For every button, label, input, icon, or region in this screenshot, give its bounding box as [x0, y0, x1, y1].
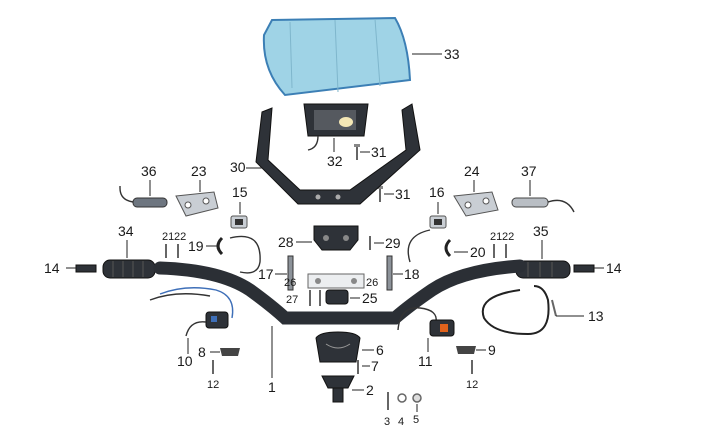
left-indicator-bracket: [175, 191, 219, 217]
washer-4: [397, 393, 407, 403]
right-screws-21-22: [493, 244, 507, 258]
callout-24: 24: [464, 163, 480, 179]
callout-12-right: 12: [466, 379, 478, 391]
handlebar: [153, 259, 527, 325]
callout-32: 32: [327, 153, 343, 169]
throttle-cable: [481, 285, 557, 336]
riser-2: [321, 375, 355, 403]
callout-4: 4: [398, 416, 404, 428]
callout-21-right: 21: [490, 231, 502, 243]
clamp-bolts-27: [309, 290, 321, 306]
right-cable-clamp: [407, 229, 452, 263]
callout-27: 27: [286, 294, 298, 306]
callout-28: 28: [278, 234, 294, 250]
upper-clamp-26: [307, 273, 365, 289]
callout-23: 23: [191, 163, 207, 179]
nut-5: [412, 393, 422, 403]
callout-15: 15: [232, 184, 248, 200]
left-bar-end-weight: [75, 264, 97, 273]
screw-31-lower: [377, 186, 383, 202]
callout-9: 9: [488, 342, 496, 358]
left-switch-assembly: [149, 287, 234, 337]
left-indicator: [119, 186, 168, 208]
dashboard-display: [303, 103, 369, 151]
callout-6: 6: [376, 342, 384, 358]
right-grip: [515, 260, 571, 279]
callout-19: 19: [188, 238, 204, 254]
callout-18: 18: [404, 266, 420, 282]
windscreen: [262, 16, 412, 97]
callout-37: 37: [521, 163, 537, 179]
right-bar-end-weight: [573, 264, 595, 273]
callout-34: 34: [118, 223, 134, 239]
callout-5: 5: [413, 414, 419, 426]
callout-35: 35: [533, 223, 549, 239]
callout-21-left: 21: [162, 231, 174, 243]
callout-31-upper: 31: [371, 144, 387, 160]
callout-11: 11: [418, 353, 433, 369]
left-lever-bracket: [220, 348, 240, 356]
screw-31-upper: [354, 144, 360, 160]
windscreen-bracket: [255, 103, 421, 205]
callout-3: 3: [384, 416, 390, 428]
callout-1: 1: [268, 379, 276, 395]
dash-mount-plate: [313, 225, 359, 251]
callout-16: 16: [429, 184, 445, 200]
callout-12-left: 12: [207, 379, 219, 391]
bolt-17: [287, 255, 294, 291]
left-grip: [102, 259, 156, 279]
left-hazard-switch: [230, 215, 248, 229]
bolt-18: [386, 255, 393, 291]
right-lever-bracket: [456, 346, 476, 354]
callout-26-left: 26: [284, 277, 296, 289]
right-switch-assembly: [397, 307, 455, 337]
lower-clamp-25: [325, 289, 349, 305]
callout-14-left: 14: [44, 260, 60, 276]
callout-25: 25: [362, 290, 378, 306]
callout-20: 20: [470, 244, 486, 260]
callout-14-right: 14: [606, 260, 622, 276]
callout-22-left: 22: [174, 231, 186, 243]
callout-36: 36: [141, 163, 157, 179]
riser-clamp-6: [315, 331, 361, 363]
callout-8: 8: [198, 344, 206, 360]
callout-17: 17: [258, 266, 274, 282]
callout-29: 29: [385, 235, 401, 251]
callout-10: 10: [177, 353, 193, 369]
left-screws-21-22: [165, 244, 179, 258]
callout-26-right: 26: [366, 277, 378, 289]
callout-13: 13: [588, 308, 604, 324]
callout-30: 30: [230, 159, 246, 175]
callout-7: 7: [371, 358, 379, 374]
right-indicator-bracket: [453, 191, 499, 217]
callout-2: 2: [366, 382, 374, 398]
right-hazard-switch: [429, 215, 447, 229]
callout-22-right: 22: [502, 231, 514, 243]
right-indicator: [511, 197, 575, 213]
left-cable-clamp: [216, 235, 261, 274]
callout-31-lower: 31: [395, 186, 411, 202]
callout-33: 33: [444, 46, 460, 62]
